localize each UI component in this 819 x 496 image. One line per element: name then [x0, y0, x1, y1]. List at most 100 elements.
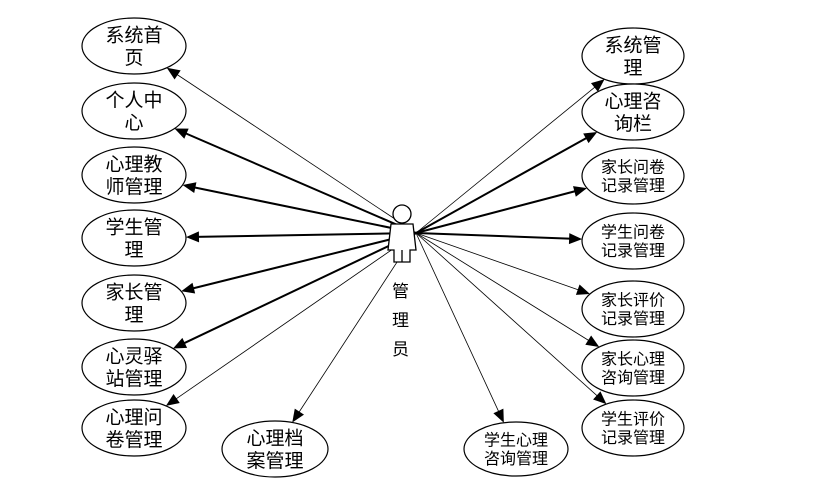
- arrowhead: [575, 284, 591, 295]
- use-case-ellipse: [81, 209, 187, 267]
- association-line: [415, 232, 573, 240]
- use-case-label-line: 系统管: [604, 35, 661, 57]
- use-case-label-line: 学生评价: [601, 409, 665, 428]
- use-case-ellipse: [81, 17, 187, 75]
- association-line: [415, 135, 589, 234]
- use-case-label-line: 心理档: [246, 428, 303, 450]
- use-case-label-line: 页: [124, 47, 143, 69]
- use-case-ellipse: [81, 274, 187, 332]
- use-case-ellipse: [581, 280, 685, 338]
- use-case-label-line: 师管理: [105, 176, 162, 198]
- use-case-label-line: 学生管: [105, 217, 162, 239]
- use-case-label-line: 卷管理: [105, 429, 162, 451]
- use-case-label-line: 家长评价: [601, 290, 665, 309]
- arrowhead: [174, 128, 189, 139]
- use-case-label-line: 案管理: [246, 450, 303, 472]
- use-case-ellipse: [581, 212, 685, 270]
- actor-name-char-2: 理: [392, 311, 409, 331]
- arrowhead: [590, 79, 605, 92]
- association-line: [415, 189, 578, 234]
- use-case-label-line: 理: [124, 304, 143, 326]
- arrowhead: [185, 231, 200, 243]
- use-case-label-line: 家长管: [105, 282, 162, 304]
- use-case-label-line: 理: [124, 239, 143, 261]
- use-case-label-line: 系统首: [105, 25, 162, 47]
- association-line: [181, 232, 417, 346]
- use-case-label-line: 学生问卷: [601, 222, 665, 241]
- association-line: [192, 186, 417, 234]
- use-case-label-line: 心灵驿: [105, 346, 162, 368]
- use-case-label-line: 心理问: [105, 407, 162, 429]
- association-line: [415, 232, 591, 343]
- arrowhead: [568, 233, 583, 245]
- use-case-label-line: 记录管理: [601, 309, 665, 328]
- use-case-label-line: 咨询管理: [601, 368, 665, 387]
- use-case-label-line: 记录管理: [601, 428, 665, 447]
- association-line: [183, 131, 417, 234]
- use-case-label-line: 记录管理: [601, 241, 665, 260]
- arrowhead: [583, 131, 598, 144]
- use-case-label-line: 站管理: [105, 368, 162, 390]
- use-case-label-line: 理: [623, 57, 642, 79]
- association-line: [415, 85, 598, 234]
- use-case-label-line: 心理咨: [604, 91, 661, 113]
- association-line: [415, 232, 501, 414]
- association-line: [195, 232, 417, 238]
- actor-name-char-3: 员: [392, 340, 409, 360]
- use-case-ellipse: [81, 82, 187, 140]
- use-case-label-line: 咨询管理: [484, 449, 548, 468]
- actor-body: [387, 223, 417, 263]
- association-line: [415, 232, 600, 398]
- arrowhead: [166, 67, 181, 80]
- use-case-ellipse: [81, 338, 187, 396]
- use-case-ellipse: [581, 147, 685, 205]
- use-case-label-line: 心理教: [105, 154, 162, 176]
- actor-name-char-1: 管: [392, 282, 409, 302]
- use-case-label-line: 学生心理: [484, 430, 548, 449]
- arrowhead: [573, 186, 587, 197]
- use-case-ellipse: [221, 420, 329, 478]
- actor-admin: 管 理 员: [387, 204, 417, 360]
- arrowhead: [172, 337, 188, 349]
- association-line: [415, 232, 581, 292]
- arrowhead: [182, 182, 197, 193]
- association-lines: [165, 67, 607, 423]
- arrowhead: [585, 335, 600, 348]
- use-case-label-line: 家长心理: [601, 349, 665, 368]
- use-case-label-line: 个人中: [105, 90, 162, 112]
- arrowhead: [165, 393, 180, 406]
- association-line: [190, 232, 417, 290]
- use-case-label-line: 心: [124, 112, 143, 134]
- arrowhead: [181, 282, 196, 294]
- use-case-ellipse: [81, 399, 187, 457]
- use-case-label-line: 询栏: [614, 113, 652, 135]
- use-case-label-line: 记录管理: [601, 176, 665, 195]
- use-case-ellipse: [463, 421, 569, 477]
- association-line: [173, 232, 417, 401]
- association-line: [297, 232, 417, 415]
- arrowhead: [593, 391, 607, 405]
- association-line: [174, 72, 417, 234]
- actor-head: [392, 204, 412, 224]
- arrowhead: [292, 408, 304, 423]
- use-case-ellipse: [581, 83, 685, 141]
- use-case-ellipse: [581, 339, 685, 397]
- use-case-ellipse: [581, 399, 685, 457]
- arrowhead: [493, 408, 504, 423]
